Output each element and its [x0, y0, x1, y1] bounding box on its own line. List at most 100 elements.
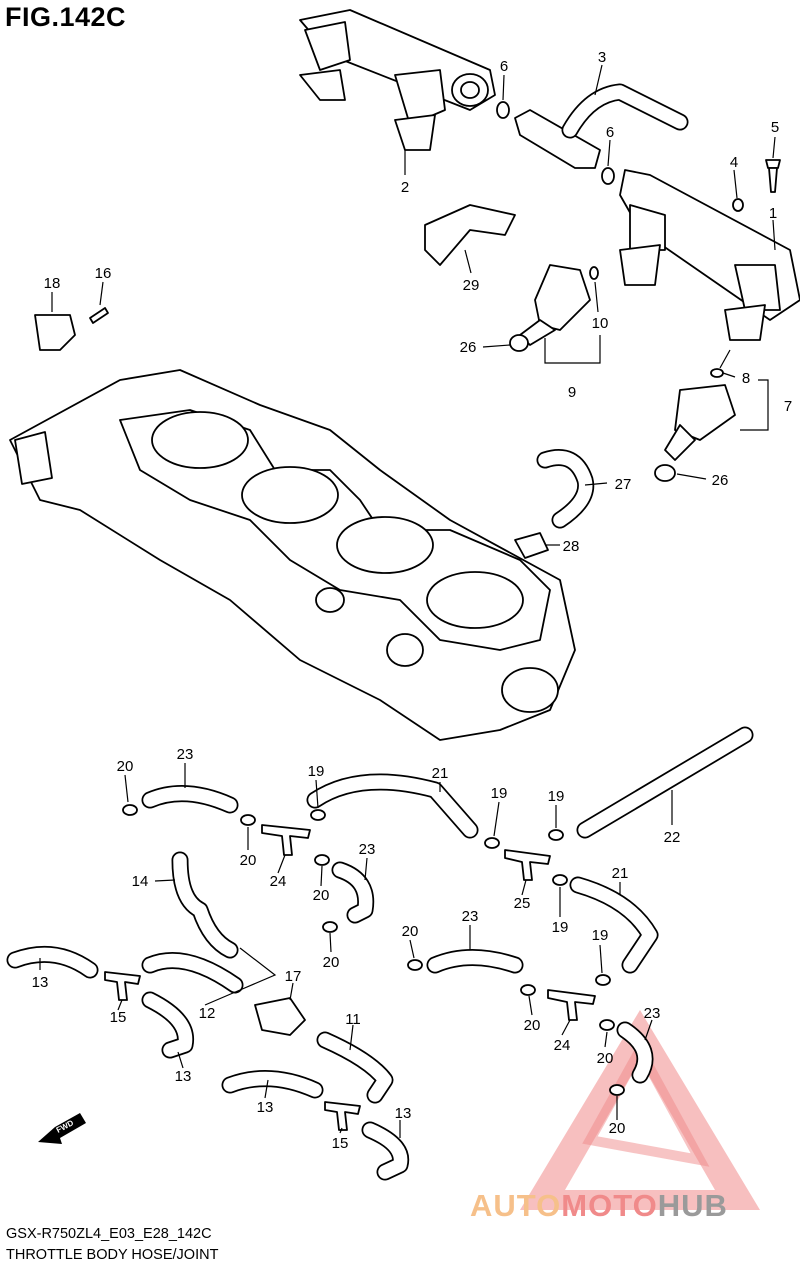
fuel-joint-pipe — [514, 83, 689, 169]
callout-6b: 6 — [606, 124, 614, 141]
callout-4: 4 — [730, 154, 738, 171]
callout-13a: 13 — [32, 974, 49, 991]
callout-1: 1 — [769, 205, 777, 222]
footer: GSX-R750ZL4_E03_E28_142C THROTTLE BODY H… — [6, 1224, 218, 1266]
hose-13-middle — [141, 991, 195, 1059]
callout-29: 29 — [463, 277, 480, 294]
watermark-text-hub: HUB — [657, 1188, 728, 1223]
joint-17 — [254, 997, 306, 1036]
hose-27 — [536, 449, 595, 529]
leader-lines — [39, 64, 776, 1138]
clip — [424, 204, 516, 266]
callout-26a: 26 — [460, 339, 477, 356]
callout-24a: 24 — [270, 873, 287, 890]
hose-clips — [122, 804, 625, 1096]
callout-15b: 15 — [332, 1135, 349, 1152]
callout-6a: 6 — [500, 58, 508, 75]
callout-23a: 23 — [177, 746, 194, 763]
hose-23-middle — [331, 861, 375, 924]
screw — [89, 307, 109, 324]
o-ring-lower — [601, 167, 615, 185]
callout-26b: 26 — [712, 472, 729, 489]
hose-14 — [171, 851, 239, 959]
callout-20h: 20 — [609, 1120, 626, 1137]
t-joint-15-upper — [104, 971, 141, 1001]
injector-cushion-lower — [654, 464, 676, 482]
o-ring-upper — [496, 101, 510, 119]
callout-19a: 19 — [308, 763, 325, 780]
callout-19b: 19 — [491, 785, 508, 802]
callout-20d: 20 — [323, 954, 340, 971]
callout-11: 11 — [345, 1011, 361, 1028]
callout-14: 14 — [132, 873, 149, 890]
hose-23-lower — [426, 949, 524, 974]
callout-5: 5 — [771, 119, 779, 136]
footer-model-code: GSX-R750ZL4_E03_E28_142C — [6, 1226, 212, 1242]
callout-25: 25 — [514, 895, 531, 912]
fuel-rail-lower — [619, 169, 800, 341]
callout-20f: 20 — [524, 1017, 541, 1034]
callout-15a: 15 — [110, 1009, 127, 1026]
callout-12: 12 — [199, 1005, 216, 1022]
bolt — [765, 159, 781, 193]
t-joint-24-lower — [547, 989, 596, 1021]
callout-16: 16 — [95, 265, 112, 282]
callout-13c: 13 — [257, 1099, 274, 1116]
callout-labels: 1 2 3 4 5 6 6 7 8 9 10 11 12 13 13 13 13… — [32, 49, 793, 1152]
callout-21a: 21 — [432, 765, 449, 782]
throttle-body-assembly — [9, 369, 576, 741]
callout-8: 8 — [742, 370, 750, 387]
hose-13-upper-left — [6, 945, 99, 979]
callout-7: 7 — [784, 398, 792, 415]
callout-20e: 20 — [402, 923, 419, 940]
hose-22 — [576, 726, 754, 839]
callout-19e: 19 — [592, 927, 609, 944]
t-joint-24-upper — [261, 824, 311, 856]
watermark-text-auto: AUTO — [470, 1188, 562, 1223]
sensor — [34, 314, 76, 351]
watermark-text: AUTOMOTOHUB — [470, 1188, 728, 1224]
callout-2: 2 — [401, 179, 409, 196]
callout-3: 3 — [598, 49, 606, 66]
callout-23c: 23 — [462, 908, 479, 925]
fwd-arrow: FWD — [38, 1113, 86, 1144]
callout-9: 9 — [568, 384, 576, 401]
callout-10: 10 — [592, 315, 609, 332]
callout-19c: 19 — [548, 788, 565, 805]
callout-22: 22 — [664, 829, 681, 846]
watermark-text-moto: MOTO — [561, 1188, 658, 1223]
fuel-rail-upper — [299, 9, 496, 151]
callout-28: 28 — [563, 538, 580, 555]
hose-23-lower-right — [616, 1021, 654, 1084]
t-joint-15-lower — [324, 1101, 361, 1131]
hose-11 — [316, 1031, 394, 1104]
hose-21-upper — [306, 773, 479, 839]
washer — [732, 198, 744, 212]
callout-19d: 19 — [552, 919, 569, 936]
callout-20b: 20 — [240, 852, 257, 869]
fuel-injector-lower — [664, 368, 736, 461]
callout-18: 18 — [44, 275, 61, 292]
hose-23-upper-left — [141, 785, 239, 814]
callout-20a: 20 — [117, 758, 134, 775]
t-joint-25 — [504, 849, 551, 881]
hose-clamp-28 — [514, 532, 549, 559]
callout-20g: 20 — [597, 1050, 614, 1067]
figure-title: FIG.142C — [5, 2, 127, 32]
callout-23d: 23 — [644, 1005, 661, 1022]
callout-23b: 23 — [359, 841, 376, 858]
fuel-injector-upper — [519, 264, 599, 346]
callout-24b: 24 — [554, 1037, 571, 1054]
hose-13-lower-left — [221, 1070, 324, 1099]
hose-12 — [141, 952, 244, 994]
callout-13d: 13 — [395, 1105, 412, 1122]
footer-section-title: THROTTLE BODY HOSE/JOINT — [6, 1247, 219, 1263]
callout-13b: 13 — [175, 1068, 192, 1085]
callout-17: 17 — [285, 968, 302, 985]
callout-20c: 20 — [313, 887, 330, 904]
injector-cushion-upper — [509, 334, 529, 352]
hose-13-lower-right — [361, 1121, 410, 1181]
callout-21b: 21 — [612, 865, 629, 882]
hose-21-lower — [569, 876, 659, 974]
